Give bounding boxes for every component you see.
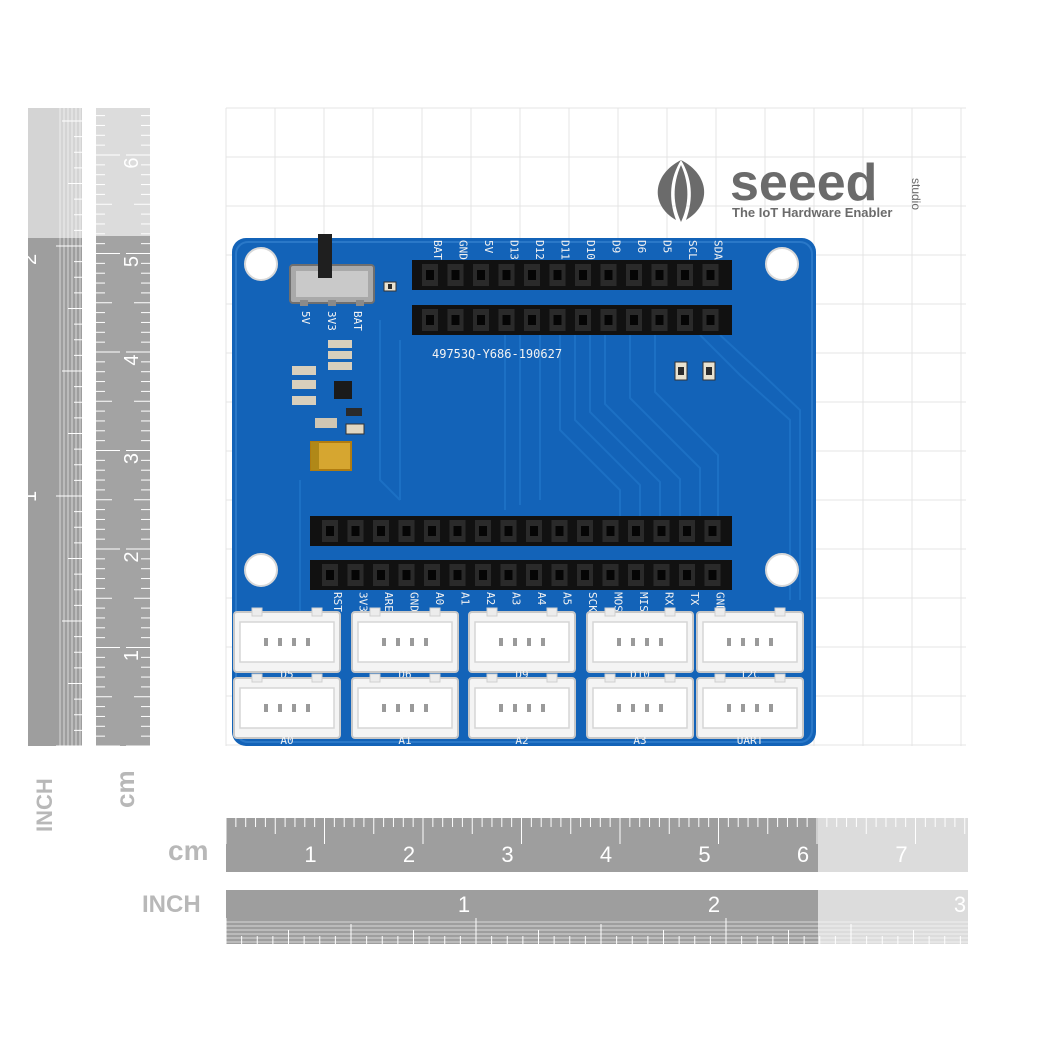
bottom-inch-number: 1	[458, 892, 470, 917]
top-pin-label: SCL	[686, 240, 699, 260]
left-cm-ruler	[96, 236, 150, 746]
grove-connector[interactable]: A3	[586, 673, 694, 747]
bottom-pin-label: RST	[331, 592, 344, 612]
left-inch-ruler-label: INCH	[32, 778, 57, 832]
left-cm-ruler-label: cm	[110, 770, 140, 808]
left-inch-number-2: 2	[19, 254, 41, 265]
seeed-flame-icon	[657, 160, 705, 222]
power-switch[interactable]	[289, 234, 375, 306]
bottom-pin-label: A5	[561, 592, 574, 605]
grove-connector[interactable]: D5	[233, 607, 341, 681]
grove-port-label: A1	[398, 734, 411, 747]
grove-connector[interactable]: A1	[351, 673, 459, 747]
bottom-pin-label: 3V3	[357, 592, 370, 612]
brand-studio: studio	[909, 178, 923, 210]
bottom-cm-number: 4	[600, 842, 612, 867]
brand-tagline: The IoT Hardware Enabler	[732, 205, 892, 220]
switch-slider[interactable]	[318, 234, 332, 278]
mounting-hole	[765, 247, 799, 281]
bottom-pin-label: SCK	[586, 592, 599, 612]
top-pin-labels: BAT GND 5V D13 D12 D11 D10 D9 D6 D5 SCL SDA	[431, 240, 725, 260]
grove-port-label: A0	[280, 734, 293, 747]
grove-connector[interactable]: UART	[696, 673, 804, 747]
bottom-pin-label: GND	[408, 592, 421, 612]
mounting-hole	[244, 247, 278, 281]
top-pin-label: BAT	[431, 240, 444, 260]
left-inch-ruler	[28, 238, 82, 746]
board-part-code: 49753Q-Y686-190627	[432, 347, 562, 361]
bottom-pin-label: A0	[433, 592, 446, 605]
header-bottom-outer	[310, 560, 732, 590]
top-pin-label: D10	[584, 240, 597, 260]
bottom-cm-number: 6	[797, 842, 809, 867]
switch-label-3v3: 3V3	[325, 311, 338, 331]
bottom-pin-label: A4	[535, 592, 548, 606]
grove-connector[interactable]: A2	[468, 673, 576, 747]
switch-label-5v: 5V	[299, 311, 312, 325]
left-cm-number: 2	[121, 551, 143, 562]
top-pin-label: D6	[635, 240, 648, 253]
bottom-inch-number: 3	[954, 892, 966, 917]
capacitor-array	[292, 340, 352, 405]
grove-connector[interactable]: A0	[233, 673, 341, 747]
top-pin-label: D5	[661, 240, 674, 253]
bottom-rulers: 1 2 3 4 5 6 7 cm 1 2 3 INCH	[142, 818, 968, 944]
top-pin-label: D12	[533, 240, 546, 260]
bottom-pin-label: RX	[663, 592, 676, 606]
grove-connector[interactable]: I2C	[696, 607, 804, 681]
bottom-pin-label: GND	[714, 592, 727, 612]
bottom-cm-number: 1	[304, 842, 316, 867]
left-cm-number: 1	[121, 650, 143, 661]
left-cm-number: 6	[121, 157, 143, 168]
bottom-inch-ruler-label: INCH	[142, 891, 201, 918]
mounting-holes	[244, 247, 799, 587]
header-bottom-inner	[310, 516, 732, 546]
left-inch-number-1: 1	[19, 491, 41, 502]
top-pin-label: 5V	[482, 240, 495, 254]
top-pin-label: SDA	[712, 240, 725, 260]
top-pin-label: D9	[610, 240, 623, 253]
grove-port-label: UART	[737, 734, 764, 747]
switch-labels: 5V 3V3 BAT	[299, 311, 364, 331]
bottom-pin-label: A1	[459, 592, 472, 605]
regulator-chip	[334, 381, 352, 399]
top-pin-label: GND	[457, 240, 470, 260]
top-pin-label: D13	[508, 240, 521, 260]
grove-port-label: A3	[633, 734, 646, 747]
bottom-cm-number: 2	[403, 842, 415, 867]
header-top-outer	[412, 260, 732, 290]
header-top-inner	[412, 305, 732, 335]
mounting-hole	[765, 553, 799, 587]
grove-connector[interactable]: D9	[468, 607, 576, 681]
left-rulers: 1 2 1 2 3 4 5 6 INCH cm	[19, 108, 150, 832]
grove-connector[interactable]: D10	[586, 607, 694, 681]
bottom-cm-number: 5	[698, 842, 710, 867]
mounting-hole	[244, 553, 278, 587]
top-pin-label: D11	[559, 240, 572, 260]
bottom-cm-number: 7	[895, 842, 907, 867]
switch-label-bat: BAT	[351, 311, 364, 331]
grove-connector[interactable]: D6	[351, 607, 459, 681]
left-cm-number: 3	[121, 453, 143, 464]
smd-components	[292, 281, 716, 471]
seeed-logo: seeed studio The IoT Hardware Enabler	[657, 154, 923, 222]
bottom-cm-ruler-label: cm	[168, 835, 208, 866]
left-cm-number: 4	[121, 354, 143, 365]
bottom-pin-label: A3	[510, 592, 523, 605]
brand-name: seeed	[730, 154, 877, 212]
grove-port-label: A2	[515, 734, 528, 747]
left-cm-number: 5	[121, 256, 143, 267]
bottom-pin-label: A2	[484, 592, 497, 605]
bottom-cm-number: 3	[501, 842, 513, 867]
bottom-inch-number: 2	[708, 892, 720, 917]
pcb-board: 5V 3V3 BAT	[232, 234, 816, 747]
bottom-pin-label: TX	[688, 592, 701, 606]
pcb-traces	[299, 320, 801, 620]
bottom-inch-ruler	[226, 890, 818, 944]
